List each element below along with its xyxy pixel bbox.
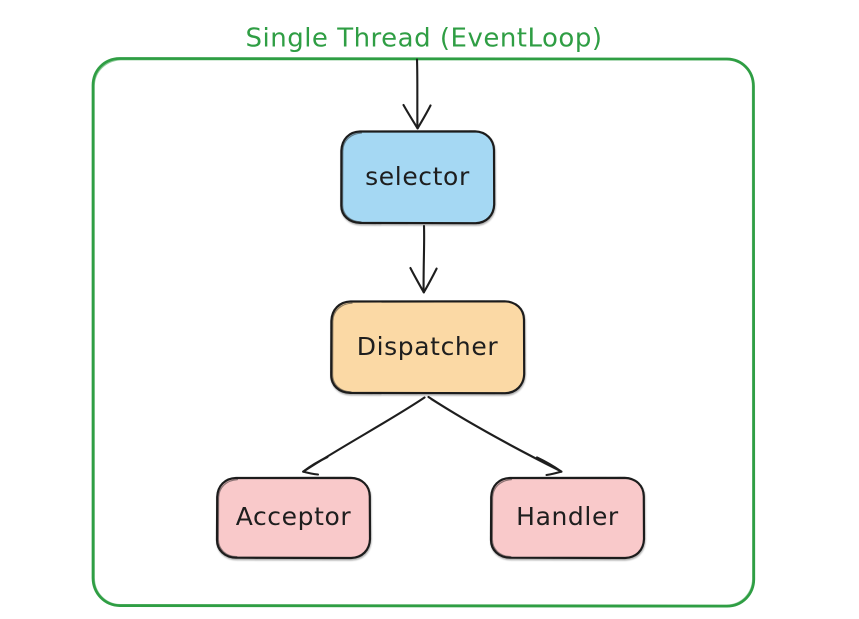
edge-sd-arrowhead-left [409,266,425,294]
node-acceptor-label: Acceptor [236,502,352,531]
node-handler-label: Handler [516,502,619,531]
edge-entry-to-selector [402,58,432,130]
node-handler[interactable]: Handler [489,476,646,560]
group-container-single-thread: Single Thread (EventLoop) [91,24,756,608]
edge-selector-to-dispatcher [409,224,438,294]
node-acceptor-shape[interactable] [215,476,372,560]
node-selector[interactable]: selector [340,130,496,225]
group-border-inner [93,58,754,606]
node-selector-shape[interactable] [340,130,496,225]
node-selector-sketch-stroke [341,132,362,223]
node-selector-label: selector [365,162,470,191]
edge-da-arrowhead-top [302,455,329,473]
edge-dispatcher-to-handler [427,395,563,477]
group-title-label: Single Thread (EventLoop) [246,24,603,54]
edge-dispatcher-to-acceptor [302,396,426,476]
node-dispatcher-label: Dispatcher [357,332,499,361]
edge-entry-arrowhead-right [416,104,432,130]
node-dispatcher-shape[interactable] [330,300,526,395]
edge-entry-arrowhead-left [402,103,419,130]
edge-dh-arrowhead-bottom [545,470,563,477]
edge-sd-arrowhead-right [422,267,438,294]
node-handler-shape[interactable] [489,476,646,560]
node-acceptor[interactable]: Acceptor [215,476,372,560]
node-dispatcher-sketch-stroke [331,302,353,393]
node-dispatcher[interactable]: Dispatcher [330,300,526,395]
edge-dh-arrowhead-top [535,456,563,473]
node-acceptor-sketch-stroke [217,479,238,558]
edge-sd-line [422,224,426,292]
edge-da-arrowhead-bottom [302,470,320,476]
node-handler-sketch-stroke [491,479,512,558]
edge-dh-line-sketch [430,398,562,473]
